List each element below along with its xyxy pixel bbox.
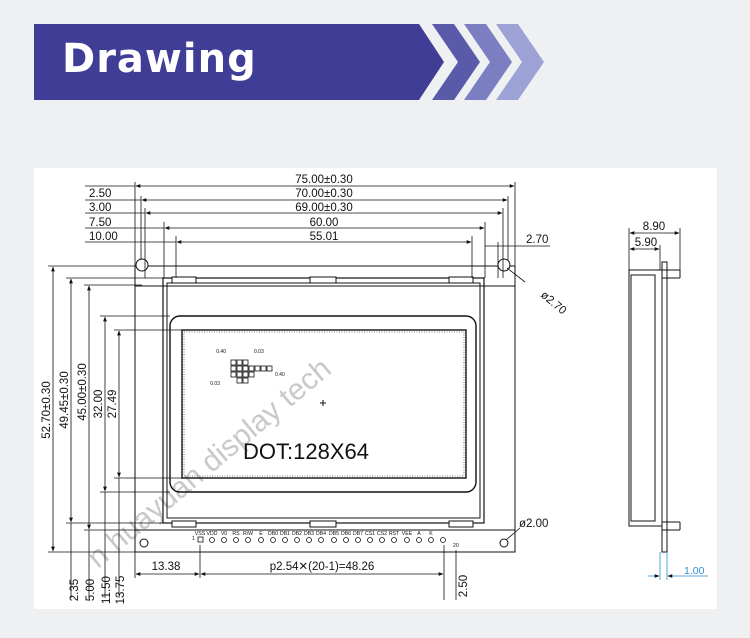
- mount-hole-bottom-right: [499, 538, 509, 548]
- pin-label: V0: [221, 531, 227, 537]
- header-banner: [34, 24, 544, 100]
- dim-pin-thickness: 1.00: [684, 565, 705, 577]
- pin-label: DB5: [329, 531, 339, 537]
- pin-label: VSS: [195, 531, 206, 537]
- dim-height-active: 27.49: [107, 390, 119, 419]
- pin-label: CS2: [377, 531, 387, 537]
- page-title: Drawing: [62, 36, 257, 82]
- dim-pin-pitch: p2.54✕(20-1)=48.26: [270, 561, 375, 573]
- dim-width-bezel: 70.00±0.30: [295, 188, 352, 200]
- dim-pin1-offset: 13.38: [152, 561, 181, 573]
- front-view: [134, 258, 516, 553]
- dim-left-7-50: 7.50: [89, 217, 111, 229]
- pin-label: E: [259, 531, 263, 537]
- dot-resolution-label: DOT:128X64: [243, 439, 369, 464]
- pin-first-number: 1: [192, 536, 195, 542]
- dot-detail: [230, 359, 273, 384]
- dim-height-hole-pitch: 45.00±0.30: [77, 363, 89, 420]
- pin-label: RS: [232, 531, 240, 537]
- pin-last-number: 20: [453, 543, 459, 549]
- drawing-sheet: n huayuan display tech: [34, 168, 717, 609]
- pin-label: R/W: [243, 531, 253, 537]
- dim-width-hole-pitch: 69.00±0.30: [295, 202, 352, 214]
- mount-hole-bottom-left: [139, 538, 149, 548]
- dim-bottom-2-35: 2.35: [69, 579, 81, 601]
- dot-size-label: 0.40: [216, 349, 226, 355]
- viewing-area: [169, 315, 477, 493]
- dim-width-viewing: 60.00: [310, 217, 339, 229]
- pin-label: DB7: [353, 531, 363, 537]
- top-dimension-lines: [85, 182, 550, 278]
- pin-labels: VSS VDD V0 RS R/W E DB0 DB1 DB2 DB3 DB4 …: [195, 531, 433, 537]
- dim-bottom-2-50: 2.50: [458, 575, 470, 597]
- dim-bottom-5-00: 5.00: [85, 579, 97, 601]
- dot-gap-label-2: 0.03: [210, 381, 220, 387]
- dim-right-2-70: 2.70: [526, 234, 548, 246]
- dim-width-active: 55.01: [310, 231, 339, 243]
- dim-hole-2-70: ø2.70: [538, 289, 568, 317]
- active-area: [181, 329, 467, 479]
- banner-background: [34, 24, 444, 100]
- chevron-icon-2: [464, 24, 512, 100]
- pcb-outline: [134, 265, 516, 553]
- pin-label: K: [429, 531, 433, 537]
- side-view: [628, 228, 708, 580]
- chevron-icon-3: [496, 24, 544, 100]
- pin-label: DB2: [292, 531, 302, 537]
- dim-height-bezel: 49.45±0.30: [59, 371, 71, 428]
- chevron-icon-1: [432, 24, 480, 100]
- dim-left-3-00: 3.00: [89, 202, 111, 214]
- dim-side-module: 5.90: [635, 237, 657, 249]
- pin-label: DB4: [316, 531, 326, 537]
- pin-label: DB0: [268, 531, 278, 537]
- dim-side-thickness: 8.90: [643, 221, 665, 233]
- dim-bottom-13-75: 13.75: [115, 576, 127, 605]
- dot-gap-label: 0.03: [254, 349, 264, 355]
- pin-label: DB1: [280, 531, 290, 537]
- dim-height-viewing: 32.00: [93, 390, 105, 419]
- side-body: [628, 269, 663, 527]
- dim-left-10-00: 10.00: [89, 231, 118, 243]
- dim-bottom-11-50: 11.50: [101, 576, 113, 604]
- dot-size-label-2: 0.40: [275, 372, 285, 378]
- dim-width-overall: 75.00±0.30: [295, 174, 352, 186]
- pin-header: [197, 536, 446, 543]
- pin-label: VEE: [402, 531, 413, 537]
- pin-label: VDD: [207, 531, 218, 537]
- dim-hole-2-00: ø2.00: [519, 518, 548, 530]
- pin-label: DB3: [304, 531, 314, 537]
- pin-label: A: [417, 531, 421, 537]
- bottom-dimension-lines: [134, 545, 457, 600]
- height-dimension-lines: [48, 265, 182, 598]
- mount-hole-top-left: [135, 258, 149, 272]
- pin-label: DB6: [341, 531, 351, 537]
- pin-label: RST: [389, 531, 400, 537]
- dim-left-2-50: 2.50: [89, 188, 111, 200]
- pin-label: CS1: [365, 531, 375, 537]
- dim-height-overall: 52.70±0.30: [41, 381, 53, 438]
